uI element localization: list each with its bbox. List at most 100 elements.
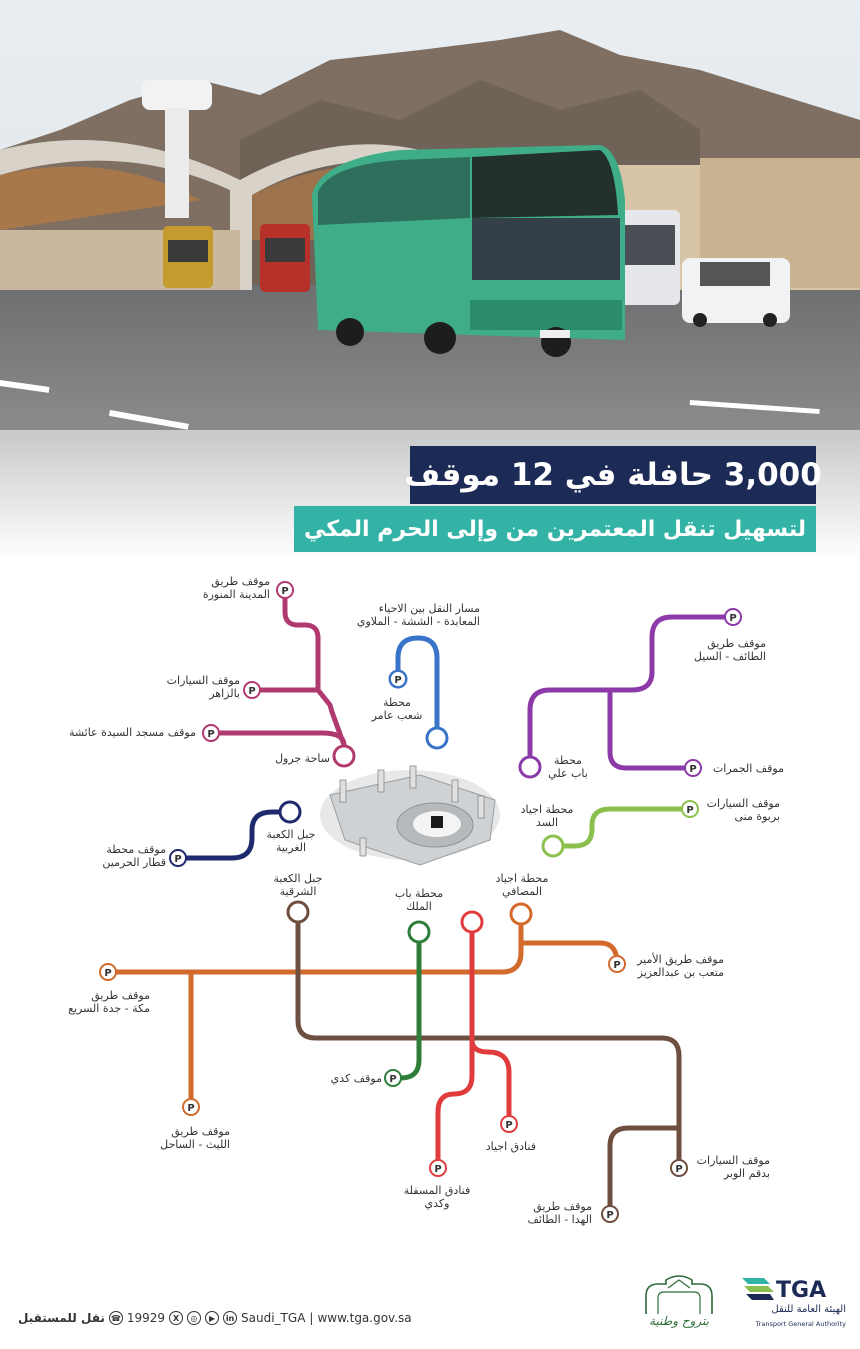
label-east-kaaba: جبل الكعبة الشرقية bbox=[273, 872, 323, 898]
svg-text:P: P bbox=[675, 1164, 682, 1175]
parking-ajyad-hotels: P bbox=[500, 1115, 518, 1133]
label-west-kaaba: جبل الكعبة الغربية bbox=[266, 828, 316, 854]
parking-wabr: P bbox=[670, 1159, 688, 1177]
label-zaher-cars: موقف السيارات بالزاهر bbox=[166, 674, 240, 700]
tga-logo-mark bbox=[742, 1278, 774, 1300]
svg-text:P: P bbox=[729, 613, 736, 624]
parking-masfalah: P bbox=[429, 1159, 447, 1177]
road-markings bbox=[0, 379, 820, 430]
svg-text:P: P bbox=[434, 1164, 441, 1175]
parking-haramain: P bbox=[169, 849, 187, 867]
parking-mitab: P bbox=[608, 955, 626, 973]
label-mitab-road: موقف طريق الأمير متعب بن عبدالعزيز bbox=[637, 953, 724, 979]
youtube-icon[interactable]: ▶ bbox=[205, 1311, 220, 1325]
label-ajyad-sad: محطة اجياد السد bbox=[520, 803, 574, 829]
label-makkah-jeddah: موقف طريق مكة - جدة السريع bbox=[68, 989, 150, 1015]
parking-madinah: P bbox=[276, 581, 294, 599]
svg-text:P: P bbox=[248, 686, 255, 697]
route-line-ajyad-hotels bbox=[469, 919, 512, 1126]
svg-text:P: P bbox=[187, 1103, 194, 1114]
route-line-masfalah bbox=[435, 1037, 475, 1171]
label-mina-cars: موقف السيارات بربوة منى bbox=[706, 797, 780, 823]
station-marker-ajyad-masafi bbox=[509, 902, 533, 926]
footer-phone: 19929 bbox=[126, 1311, 166, 1325]
label-bab-ali: محطة باب علي bbox=[548, 754, 588, 780]
label-taif-seil: موقف طريق الطائف - السيل bbox=[693, 637, 766, 663]
label-jarwal: ساحة جرول bbox=[275, 752, 330, 765]
route-line-mitab bbox=[518, 940, 620, 966]
parking-aisha: P bbox=[202, 724, 220, 742]
footer bbox=[0, 1270, 860, 1349]
linkedin-icon[interactable]: in bbox=[223, 1311, 238, 1325]
footer-contact: نقل للمستقبل ☎ 19929 X ◎ ▶ in Saudi_TGA … bbox=[18, 1311, 412, 1325]
route-line-makkah-jeddah bbox=[105, 911, 524, 975]
svg-text:P: P bbox=[174, 854, 181, 865]
svg-text:P: P bbox=[281, 586, 288, 597]
page-subtitle: لتسهيل تنقل المعتمرين من وإلى الحرم المك… bbox=[294, 506, 816, 552]
station-marker-east-kaaba bbox=[286, 900, 310, 924]
label-ajyad-hotels: فنادق اجياد bbox=[485, 1140, 536, 1153]
parking-hada: P bbox=[601, 1205, 619, 1223]
svg-text:P: P bbox=[104, 968, 111, 979]
label-aisha-mosque: موقف مسجد السيدة عائشة bbox=[68, 726, 196, 739]
vision-logo: بتروح وطنية bbox=[638, 1274, 720, 1336]
phone-icon: ☎ bbox=[108, 1311, 123, 1325]
route-line-madinah bbox=[282, 587, 347, 758]
svg-text:P: P bbox=[686, 805, 693, 816]
page-title: 3,000 حافلة في 12 موقف bbox=[404, 446, 822, 504]
footer-handle[interactable]: Saudi_TGA bbox=[241, 1311, 306, 1325]
svg-text:P: P bbox=[689, 764, 696, 775]
station-marker-jarwal bbox=[332, 744, 356, 768]
label-madinah-road: موقف طريق المدينة المنورة bbox=[202, 575, 270, 601]
label-hada-taif: موقف طريق الهدا - الطائف bbox=[527, 1200, 592, 1226]
station-marker-bab-malik bbox=[407, 920, 431, 944]
svg-text:P: P bbox=[606, 1210, 613, 1221]
svg-text:P: P bbox=[394, 675, 401, 686]
parking-laith: P bbox=[182, 1098, 200, 1116]
vision-text: بتروح وطنية bbox=[649, 1314, 709, 1328]
label-bab-malik: محطة باب الملك bbox=[394, 887, 444, 913]
svg-text:P: P bbox=[505, 1120, 512, 1131]
parking-makkah-jeddah: P bbox=[99, 963, 117, 981]
parking-shab-amer: P bbox=[389, 670, 407, 688]
station-marker-bab-ali bbox=[518, 755, 542, 779]
station-marker-ajyad-sad bbox=[541, 834, 565, 858]
label-laith-sahel: موقف طريق الليث - الساحل bbox=[160, 1125, 230, 1151]
svg-text:P: P bbox=[389, 1074, 396, 1085]
svg-text:P: P bbox=[613, 960, 620, 971]
tga-english-name: Transport General Authority bbox=[755, 1320, 846, 1328]
parking-taif-seil: P bbox=[724, 608, 742, 626]
haram-illustration bbox=[320, 765, 500, 866]
label-kudai: موقف كدي bbox=[330, 1072, 382, 1085]
footer-slogan: نقل للمستقبل bbox=[18, 1311, 105, 1325]
route-line-hada bbox=[607, 1125, 682, 1216]
label-shab-amer: محطة شعب عامر bbox=[371, 696, 423, 722]
station-marker-west-kaaba bbox=[278, 800, 302, 824]
parking-mina: P bbox=[681, 800, 699, 818]
tga-logo: TGA الهيئة العامة للنقل Transport Genera… bbox=[740, 1272, 850, 1338]
tga-wordmark: TGA bbox=[776, 1278, 827, 1303]
footer-separator: | bbox=[309, 1311, 314, 1325]
label-haramain-train: موقف محطة قطار الحرمين bbox=[102, 843, 166, 869]
label-ajyad-masafi: محطة اجياد المصافي bbox=[495, 872, 549, 898]
route-line-mina bbox=[550, 806, 693, 849]
svg-text:P: P bbox=[207, 729, 214, 740]
route-map: P P P P P P P P P P P P P P P P bbox=[99, 581, 742, 1223]
label-jamarat: موقف الجمرات bbox=[712, 762, 784, 775]
route-line-haramain bbox=[175, 809, 293, 861]
x-icon[interactable]: X bbox=[169, 1311, 184, 1325]
route-line-taif-seil bbox=[527, 614, 736, 769]
label-wabr-cars: موقف السيارات بدقم الوبر bbox=[696, 1154, 770, 1180]
green-bus bbox=[312, 145, 625, 357]
label-masfalah-hotels: فنادق المسفلة وكدي bbox=[403, 1184, 471, 1210]
footer-website[interactable]: www.tga.gov.sa bbox=[317, 1311, 412, 1325]
route-line-east-kaaba bbox=[295, 910, 682, 1170]
station-marker-ajyad-hotels-start bbox=[460, 910, 484, 934]
route-line-kudai bbox=[390, 929, 422, 1081]
instagram-icon[interactable]: ◎ bbox=[187, 1311, 202, 1325]
vision-logo-graphic bbox=[645, 1275, 713, 1314]
station-marker-shab-amer-end bbox=[425, 726, 449, 750]
route-line-jamarat bbox=[607, 687, 696, 771]
route-line-shab-amer bbox=[395, 635, 440, 740]
label-transport-route: مسار النقل بين الاحياء المعابدة - الششة … bbox=[356, 602, 480, 628]
